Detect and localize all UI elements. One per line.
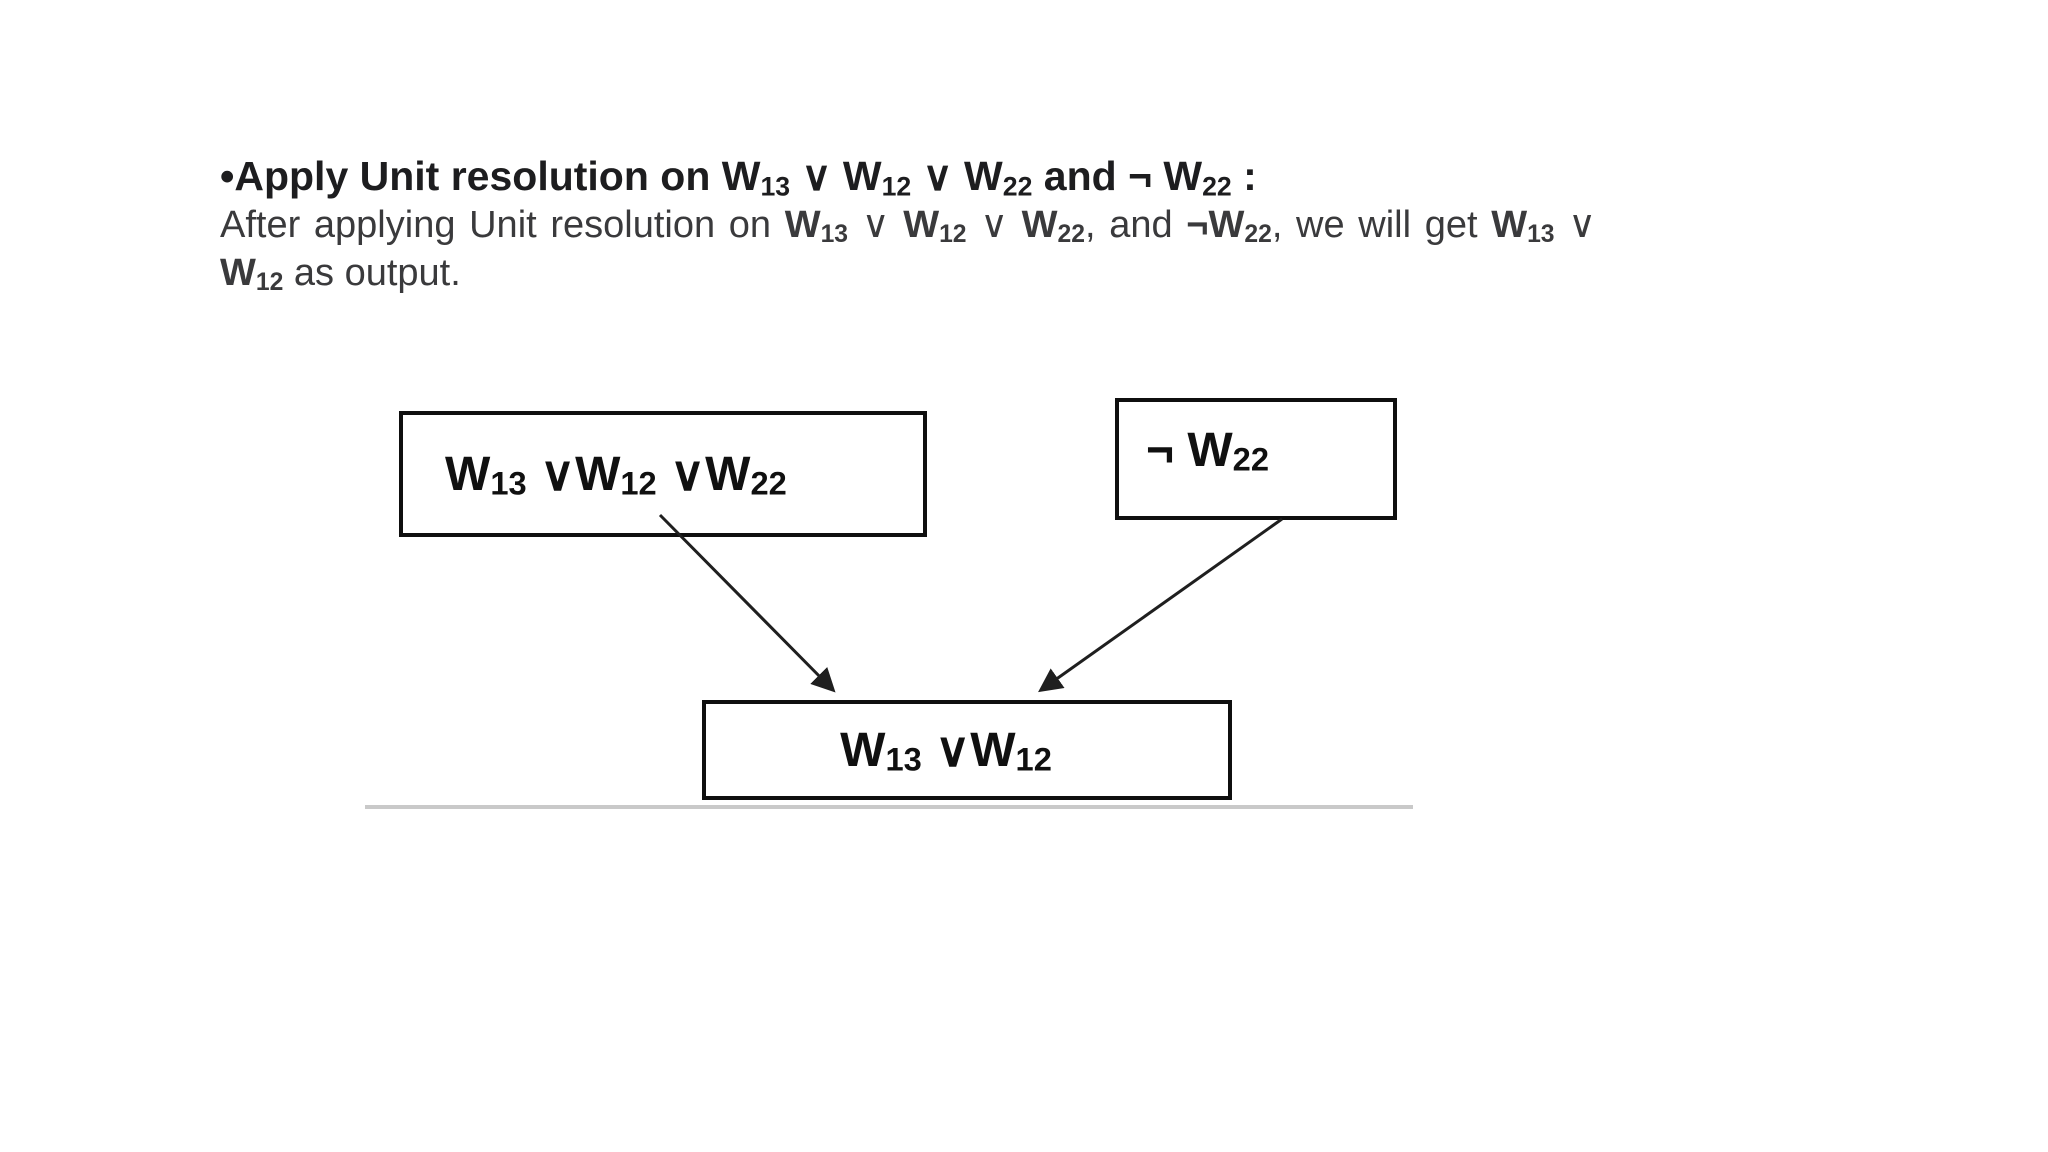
conclusion-label: W13 ∨W12 [840,724,1052,778]
premise2-label: ¬ W22 [1146,423,1269,478]
premise1-label: W13 ∨W12 ∨W22 [445,448,787,502]
conclusion-box: W13 ∨W12 [702,700,1232,800]
arrow-premise2-to-conclusion [1038,517,1283,693]
arrow-premise1-to-conclusion [658,513,836,693]
heading-apply-unit-resolution: •Apply Unit resolution on W13 ∨ W12 ∨ W2… [220,153,1257,202]
paragraph-line-1: After applying Unit resolution on W13 ∨ … [220,204,1597,248]
premise2-box: ¬ W22 [1115,398,1397,520]
premise1-box: W13 ∨W12 ∨W22 [399,411,927,537]
paragraph-line-2: W12 as output. [220,252,461,296]
text-block: •Apply Unit resolution on W13 ∨ W12 ∨ W2… [220,152,1596,297]
